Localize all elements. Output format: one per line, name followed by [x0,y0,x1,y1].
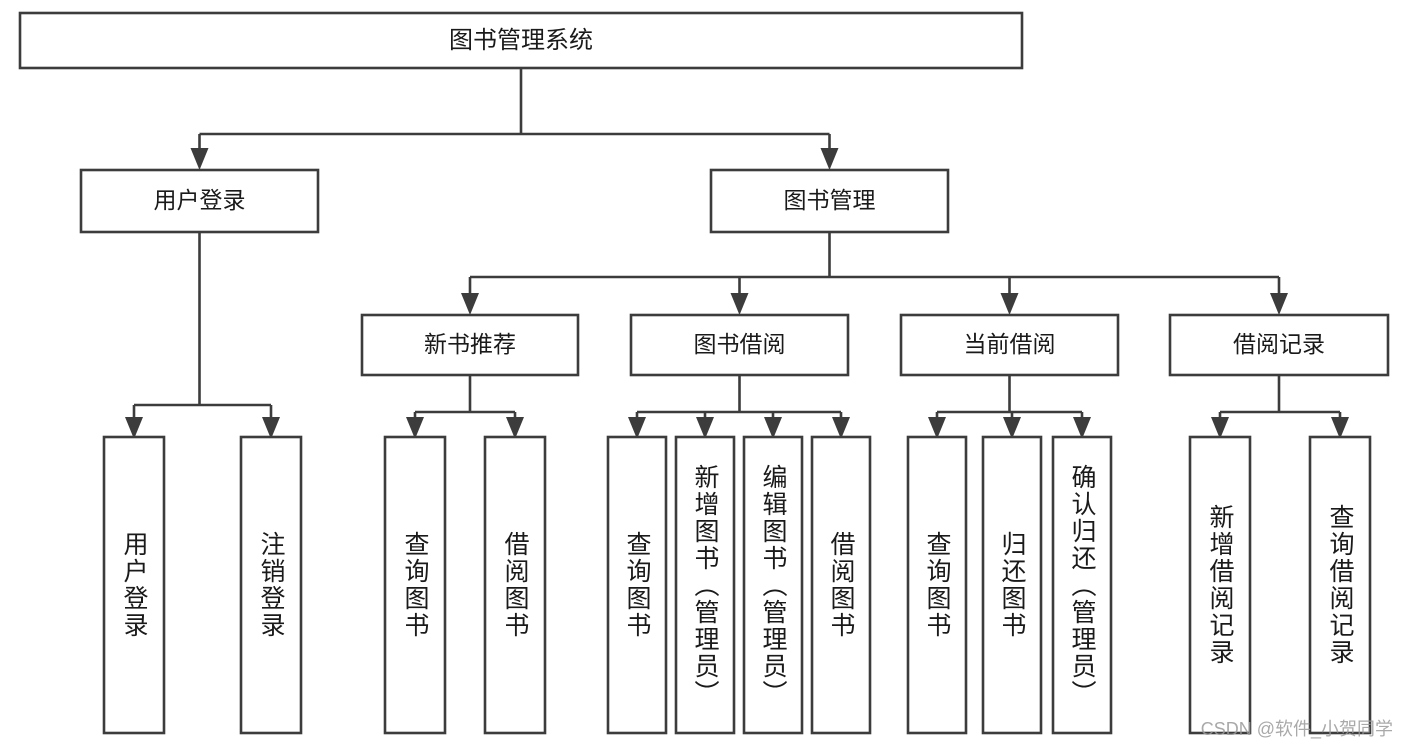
node-book-manage[interactable] [709,168,950,234]
arrow-head-icon [1270,293,1288,315]
arrow-head-icon [506,417,524,439]
node-book-manage-label: 图书管理 [784,187,876,213]
node-leaf-logout-login[interactable] [239,435,303,735]
node-borrow-record-label: 借阅记录 [1233,331,1325,357]
arrow-head-icon [820,148,839,170]
node-book-borrow-label: 图书借阅 [694,331,786,357]
arrow-head-icon [764,417,782,439]
node-leaf-edit-book[interactable] [742,435,804,735]
arrow-head-icon [696,417,714,439]
node-new-book-recommend[interactable] [360,313,580,377]
arrow-head-icon [628,417,646,439]
node-leaf-add-record[interactable] [1188,435,1252,735]
node-leaf-return-book[interactable] [981,435,1043,735]
arrow-head-icon [190,148,209,170]
node-leaf-borrow-book-2[interactable] [810,435,872,735]
arrow-head-icon [262,417,280,439]
node-user-login[interactable] [79,168,320,234]
node-boxes [18,11,1390,735]
arrow-head-icon [1003,417,1021,439]
arrow-head-icon [1000,293,1019,315]
arrow-head-icon [730,293,749,315]
arrow-head-icon [1073,417,1091,439]
arrow-head-icon [1211,417,1229,439]
node-leaf-query-book-3[interactable] [906,435,968,735]
arrow-head-icon [832,417,850,439]
node-leaf-user-login[interactable] [102,435,166,735]
node-new-book-recommend-label: 新书推荐 [424,331,516,357]
arrow-head-icon [125,417,143,439]
arrow-head-icon [1331,417,1349,439]
node-current-borrow[interactable] [899,313,1120,377]
node-root-book-system-label: 图书管理系统 [449,27,593,54]
node-leaf-borrow-book-1[interactable] [483,435,547,735]
node-user-login-label: 用户登录 [154,187,246,213]
node-leaf-confirm-return[interactable] [1051,435,1113,735]
node-leaf-query-book-1[interactable] [383,435,447,735]
node-book-borrow[interactable] [629,313,850,377]
arrow-head-icon [928,417,946,439]
node-borrow-record[interactable] [1168,313,1390,377]
connector-lines [125,68,1349,439]
node-current-borrow-label: 当前借阅 [964,331,1056,357]
watermark-text: CSDN @软件_小贺同学 [1200,719,1393,739]
node-leaf-add-book[interactable] [674,435,736,735]
arrow-head-icon [461,293,479,315]
node-root-book-system[interactable] [18,11,1024,70]
arrow-head-icon [406,417,424,439]
node-leaf-query-book-2[interactable] [606,435,668,735]
node-leaf-query-record[interactable] [1308,435,1372,735]
